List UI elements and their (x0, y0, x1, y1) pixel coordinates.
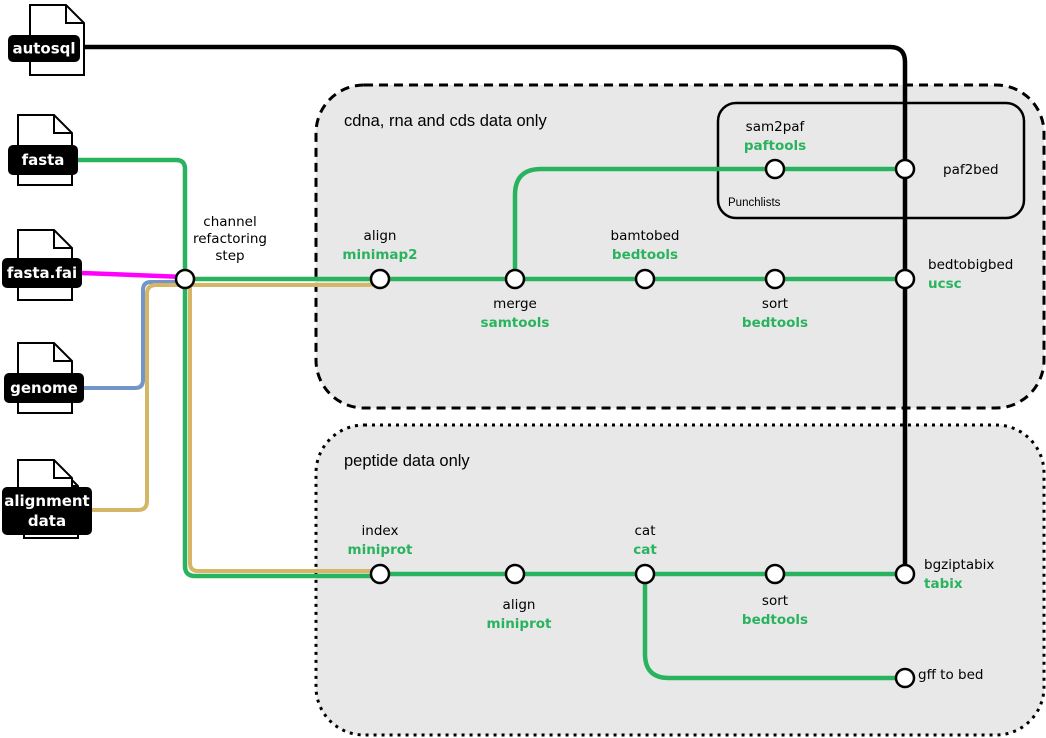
input-file-0: autosql (8, 4, 85, 76)
cdna-group-box (314, 83, 1046, 410)
station-gff2bed (894, 667, 916, 689)
input-label: fasta.fai (7, 264, 77, 282)
autosql-line (80, 44, 908, 572)
input-label: data (28, 512, 66, 530)
alignment-line-bottom (188, 285, 380, 573)
input-label-bg (8, 35, 80, 62)
peptide-group-box (314, 423, 1046, 737)
punchlists-label: Punchlists (728, 197, 781, 209)
station-tool-bamtobed: bedtools (612, 247, 678, 263)
station-name-align_mm2: align (364, 228, 397, 244)
station-name-index: index (362, 523, 399, 539)
station-refactor (174, 268, 196, 290)
station-tool-align_mp: miniprot (487, 616, 553, 632)
input-file-1: fasta (8, 114, 78, 186)
station-sort_cdna (764, 268, 786, 290)
station-tool-merge: samtools (481, 315, 550, 331)
station-bedtobigbed (894, 268, 916, 290)
input-file-4: alignment data (2, 459, 92, 539)
input-label-bg (8, 145, 78, 175)
fasta-line (78, 157, 380, 579)
peptide-group-title: peptide data only (344, 452, 470, 470)
station-merge (504, 268, 526, 290)
station-name-sam2paf: sam2paf (746, 119, 806, 135)
station-name-merge: merge (493, 296, 537, 312)
station-bamtobed (634, 268, 656, 290)
station-sort_pep (764, 563, 786, 585)
genome-line (84, 280, 185, 390)
station-tool-align_mm2: minimap2 (342, 247, 417, 263)
input-label: alignment (4, 492, 89, 510)
input-files: autosql fasta fasta.fai genome alignment data (2, 4, 92, 539)
station-name-align_mp: align (503, 597, 536, 613)
fasta-fai-line (81, 270, 186, 280)
station-name-refactor: step (215, 248, 244, 264)
station-align_mm2 (369, 268, 391, 290)
station-name-bamtobed: bamtobed (611, 228, 680, 244)
station-tool-bgziptabix: tabix (924, 576, 963, 592)
station-name-refactor: refactoring (193, 231, 267, 247)
station-name-refactor: channel (203, 214, 256, 230)
station-name-gff2bed: gff to bed (918, 667, 983, 683)
station-sam2paf (764, 158, 786, 180)
station-name-paf2bed: paf2bed (943, 162, 999, 178)
station-tool-index: miniprot (348, 542, 414, 558)
input-label: autosql (12, 40, 75, 58)
station-tool-sam2paf: paftools (744, 138, 806, 154)
station-tool-cat: cat (633, 542, 657, 558)
punchlists-box (716, 101, 1026, 220)
merge-to-sam2paf-line (512, 166, 905, 279)
station-name-sort_pep: sort (762, 593, 788, 609)
input-label-bg (2, 258, 82, 288)
station-tool-bedtobigbed: ucsc (928, 276, 962, 292)
cdna-group-title: cdna, rna and cds data only (344, 112, 547, 130)
station-bgziptabix (894, 563, 916, 585)
station-name-bedtobigbed: bedtobigbed (928, 257, 1013, 273)
stations (174, 158, 916, 689)
input-file-2: fasta.fai (2, 229, 82, 301)
cat-to-gff-line (642, 574, 905, 681)
station-name-bgziptabix: bgziptabix (924, 557, 994, 573)
station-name-sort_cdna: sort (762, 296, 788, 312)
station-name-cat: cat (635, 523, 656, 539)
input-label: genome (10, 379, 78, 397)
station-tool-sort_pep: bedtools (742, 612, 808, 628)
input-label-bg (2, 487, 92, 535)
station-tool-sort_cdna: bedtools (742, 315, 808, 331)
input-label: fasta (22, 151, 65, 169)
station-cat (634, 563, 656, 585)
input-file-3: genome (4, 342, 84, 414)
station-index (369, 563, 391, 585)
input-label-bg (4, 373, 84, 403)
station-paf2bed (894, 158, 916, 180)
station-align_mp (504, 563, 526, 585)
